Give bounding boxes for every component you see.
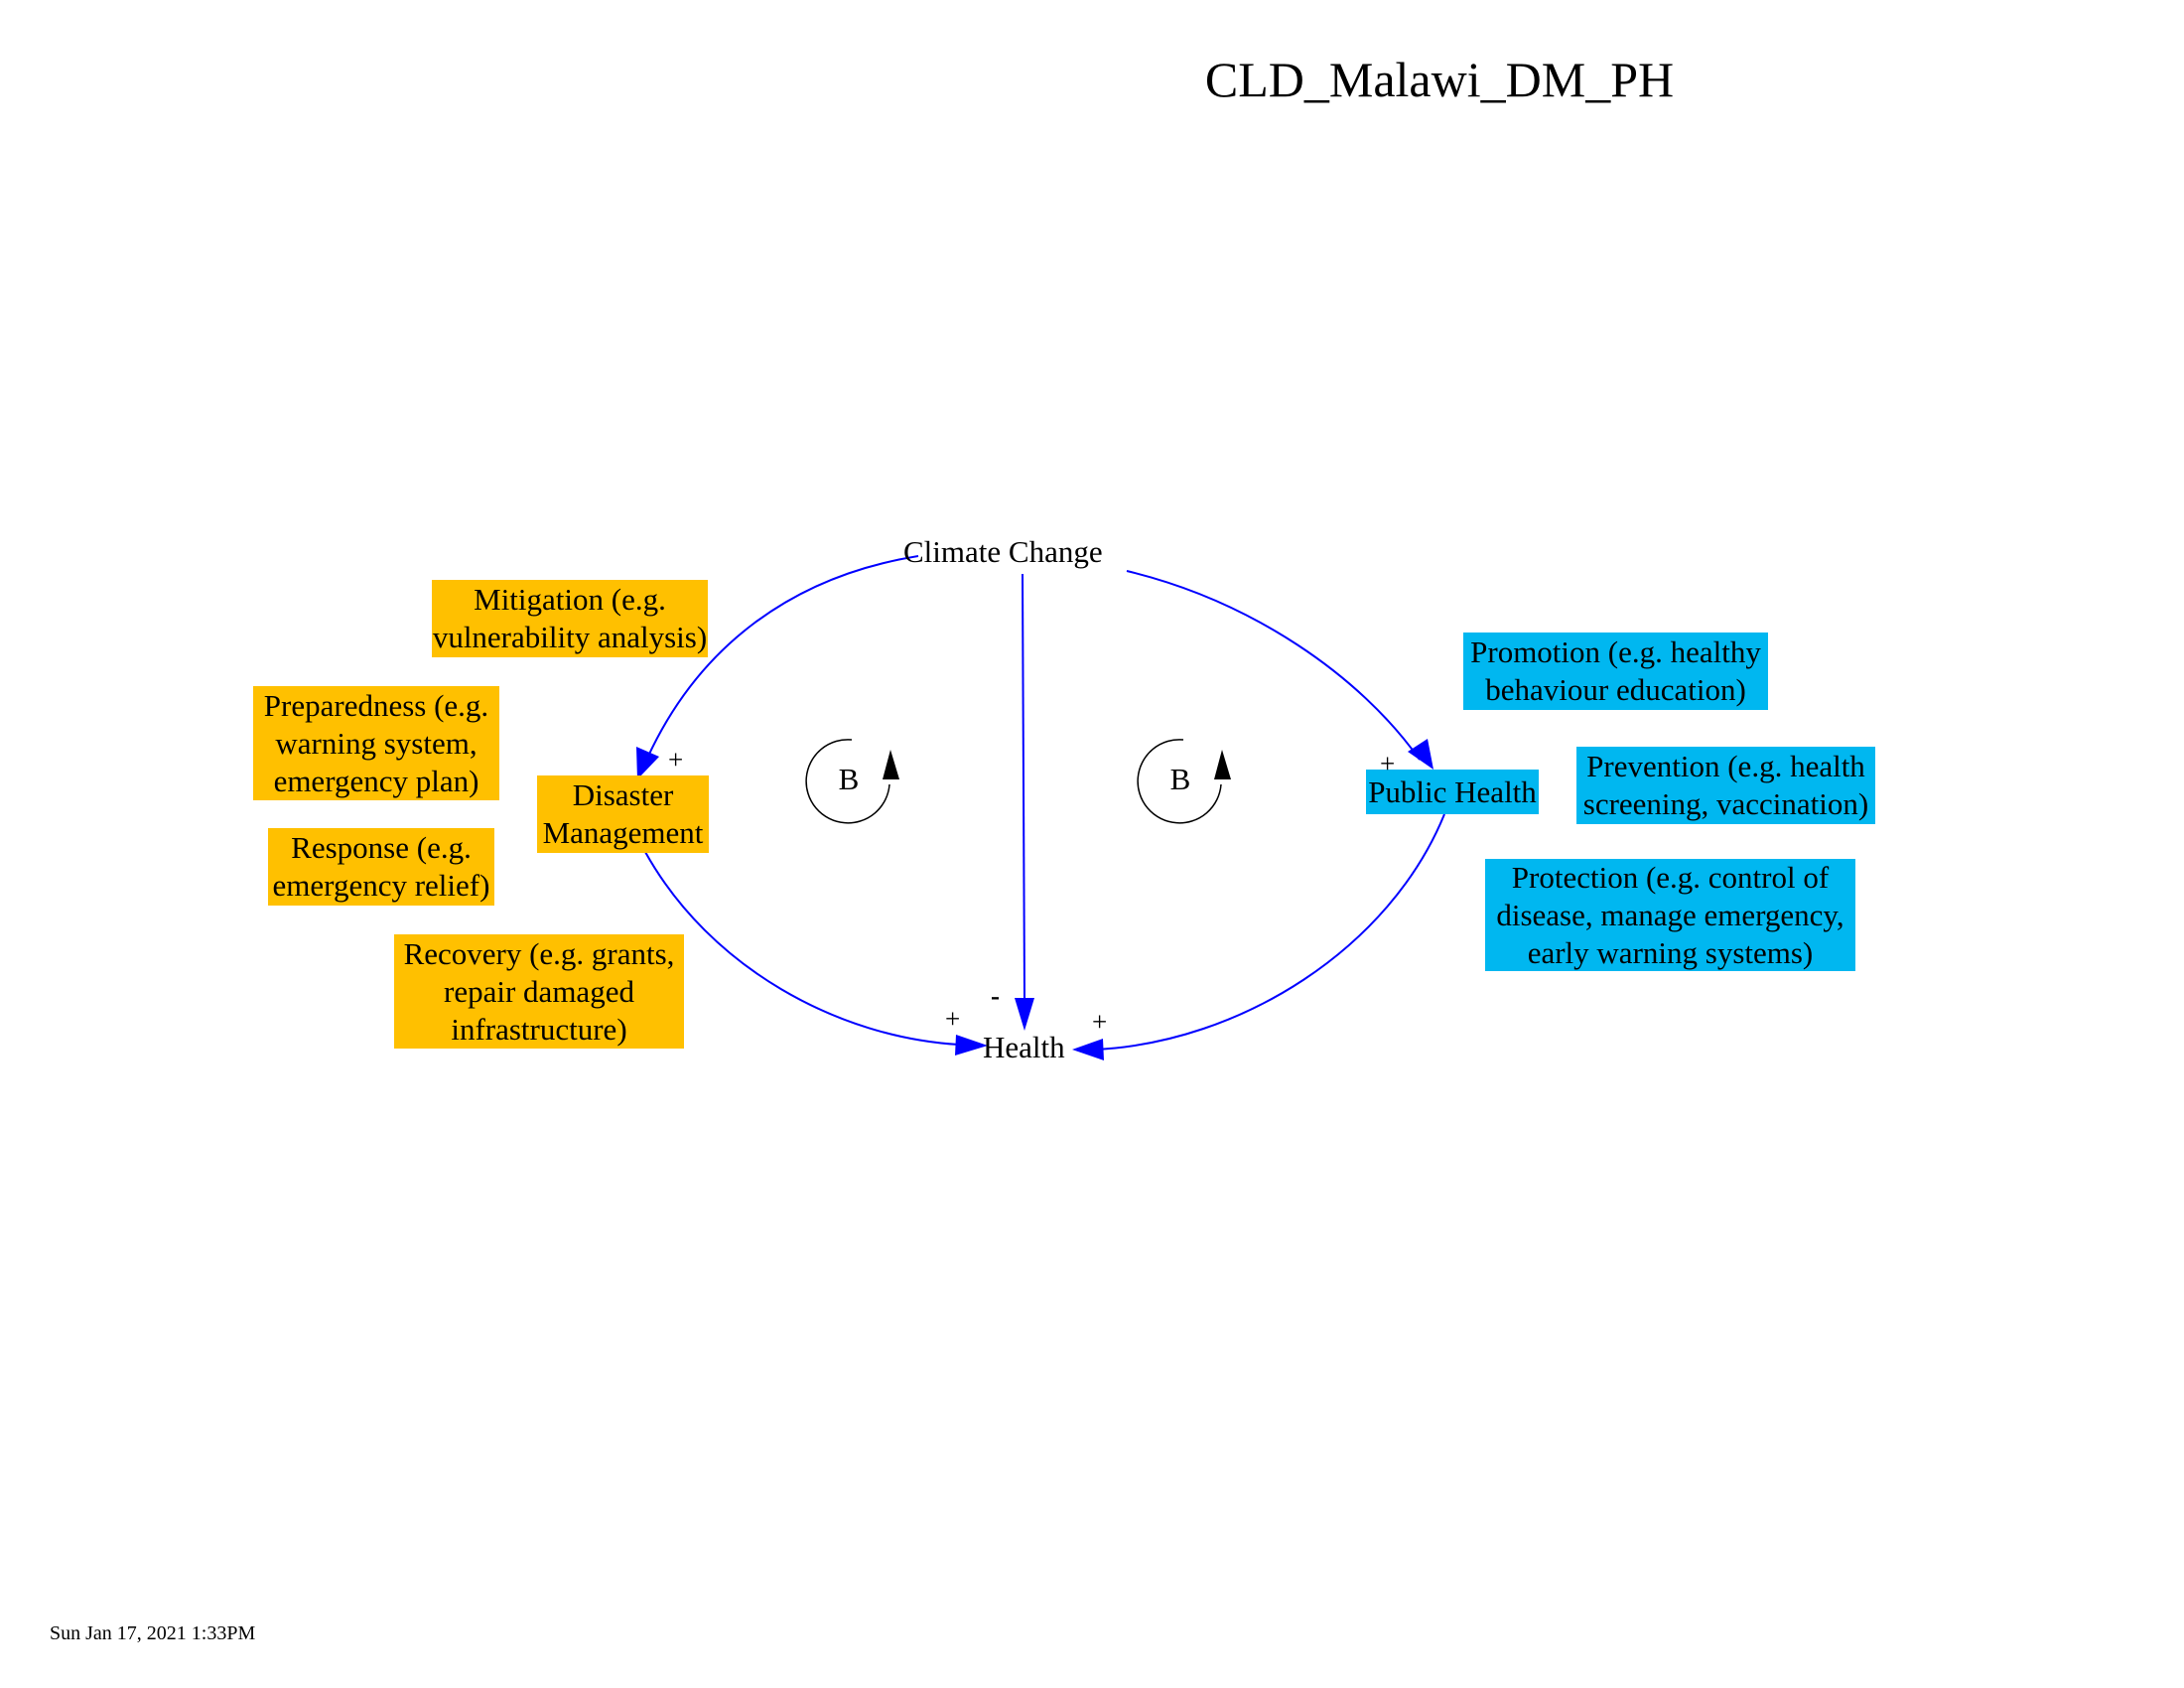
loop-marker-left [805, 739, 899, 824]
arrowhead-health-center [1015, 998, 1034, 1031]
polarity-disaster-to-health: + [945, 1004, 961, 1034]
link-disaster-to-health [644, 851, 960, 1046]
annotation-prevention: Prevention (e.g. health screening, vacci… [1576, 747, 1875, 824]
loop-label-right: B [1169, 762, 1191, 796]
polarity-public-health-to-health: + [1092, 1007, 1108, 1037]
polarity-climate-to-health: - [991, 981, 1000, 1011]
polarity-climate-to-disaster: + [668, 745, 684, 774]
arrowhead-health-left [955, 1035, 988, 1055]
arrowhead-disaster [636, 747, 659, 779]
public-health-label: Public Health [1368, 774, 1537, 809]
link-public-health-to-health [1094, 813, 1445, 1051]
annotation-recovery: Recovery (e.g. grants, repair damaged in… [394, 934, 684, 1049]
loop-marker-right [1137, 739, 1231, 824]
disaster-management-line-2: Management [542, 815, 704, 850]
variable-public-health: Public Health [1366, 770, 1539, 814]
disaster-management-line-1: Disaster [572, 777, 674, 812]
annotation-preparedness: Preparedness (e.g. warning system, emerg… [253, 686, 499, 800]
arrowhead-public-health [1408, 739, 1433, 770]
annotation-promotion: Promotion (e.g. healthy behaviour educat… [1463, 633, 1768, 710]
link-climate-to-public-health [1126, 570, 1421, 761]
annotation-mitigation: Mitigation (e.g. vulnerability analysis) [432, 580, 708, 657]
loop-label-left: B [838, 762, 860, 796]
variable-climate-change: Climate Change [903, 534, 1103, 569]
link-climate-to-disaster [641, 555, 919, 771]
diagram-title: CLD_Malawi_DM_PH [1204, 52, 1675, 107]
annotation-protection: Protection (e.g. control of disease, man… [1485, 859, 1855, 971]
arrowhead-health-right [1072, 1039, 1104, 1060]
polarity-climate-to-public-health: + [1380, 749, 1396, 778]
annotation-response: Response (e.g. emergency relief) [268, 828, 494, 906]
variable-disaster-management: Disaster Management [537, 775, 709, 853]
variable-health: Health [983, 1030, 1065, 1064]
link-climate-to-health [1022, 573, 1025, 999]
print-timestamp: Sun Jan 17, 2021 1:33PM [50, 1622, 256, 1644]
